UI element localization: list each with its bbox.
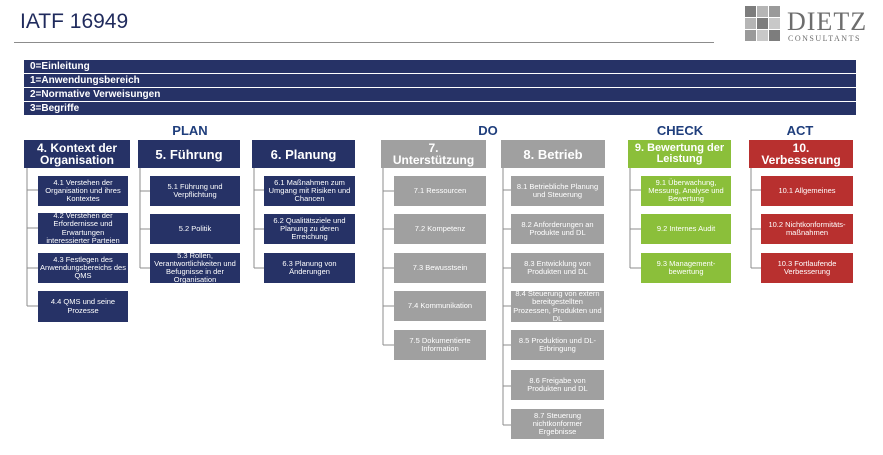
box-4-4: 4.4 QMS und seine Prozesse [38, 291, 128, 322]
box-4-2: 4.2 Verstehen der Erfordernisse und Erwa… [38, 213, 128, 244]
phase-check: CHECK [656, 123, 704, 138]
box-10-3: 10.3 Fortlaufende Verbesserung [761, 253, 853, 283]
box-8-5: 8.5 Produktion und DL-Erbringung [511, 330, 604, 360]
box-8-2: 8.2 Anforderungen an Produkte und DL [511, 214, 604, 244]
bar-einleitung: 0=Einleitung [24, 60, 856, 73]
phase-plan: PLAN [172, 123, 208, 138]
box-5-2: 5.2 Politik [150, 214, 240, 244]
heading-unterstuetzung: 7. Unterstützung [381, 140, 486, 168]
logo-subtitle: CONSULTANTS [788, 34, 861, 43]
box-10-1: 10.1 Allgemeines [761, 176, 853, 206]
logo-grid-icon [745, 6, 780, 41]
box-5-3: 5.3 Rollen, Verantwortlichkeiten und Bef… [150, 253, 240, 283]
box-5-1: 5.1 Führung und Verpflichtung [150, 176, 240, 206]
box-6-3: 6.3 Planung von Änderungen [264, 253, 355, 283]
box-9-1: 9.1 Überwachung, Messung, Analyse und Be… [641, 176, 731, 206]
bar-anwendungsbereich: 1=Anwendungsbereich [24, 74, 856, 87]
box-6-2: 6.2 Qualitätsziele und Planung zu deren … [264, 214, 355, 244]
box-6-1: 6.1 Maßnahmen zum Umgang mit Risiken und… [264, 176, 355, 206]
box-8-3: 8.3 Entwicklung von Produkten und DL [511, 253, 604, 283]
box-9-2: 9.2 Internes Audit [641, 214, 731, 244]
box-9-3: 9.3 Management-bewertung [641, 253, 731, 283]
heading-planung: 6. Planung [252, 140, 355, 168]
box-4-1: 4.1 Verstehen der Organisation und ihres… [38, 176, 128, 206]
phase-act: ACT [786, 123, 814, 138]
box-7-1: 7.1 Ressourcen [394, 176, 486, 206]
bar-begriffe: 3=Begriffe [24, 102, 856, 115]
box-8-4: 8.4 Steuerung von extern bereitgestellte… [511, 291, 604, 322]
box-8-1: 8.1 Betriebliche Planung und Steuerung [511, 176, 604, 206]
page-title: IATF 16949 [20, 10, 129, 33]
box-7-2: 7.2 Kompetenz [394, 214, 486, 244]
title-divider [14, 42, 714, 43]
box-10-2: 10.2 Nichtkonformitäts-maßnahmen [761, 214, 853, 244]
heading-bewertung: 9. Bewertung der Leistung [628, 140, 731, 168]
box-7-3: 7.3 Bewusstsein [394, 253, 486, 283]
box-8-6: 8.6 Freigabe von Produkten und DL [511, 370, 604, 400]
box-7-5: 7.5 Dokumentierte Information [394, 330, 486, 360]
box-7-4: 7.4 Kommunikation [394, 291, 486, 321]
phase-do: DO [478, 123, 498, 138]
heading-fuehrung: 5. Führung [138, 140, 240, 168]
heading-kontext: 4. Kontext der Organisation [24, 140, 130, 168]
heading-verbesserung: 10. Verbesserung [749, 140, 853, 168]
logo-wordmark: DIETZ [787, 7, 868, 36]
bar-normative-verweisungen: 2=Normative Verweisungen [24, 88, 856, 101]
box-8-7: 8.7 Steuerung nichtkonformer Ergebnisse [511, 409, 604, 439]
heading-betrieb: 8. Betrieb [501, 140, 605, 168]
box-4-3: 4.3 Festlegen des Anwendungsbereichs des… [38, 253, 128, 283]
dietz-logo: DIETZ CONSULTANTS [745, 6, 875, 44]
